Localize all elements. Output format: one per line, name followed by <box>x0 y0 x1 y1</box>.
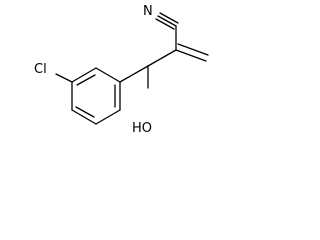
c-cl-bond <box>55 73 73 83</box>
alkene-double-bond-2 <box>177 43 209 56</box>
structure-canvas: Cl HO N <box>0 0 236 155</box>
nitrile-nitrogen-label: N <box>143 4 153 19</box>
hydroxyl-label: HO <box>132 121 152 136</box>
ring-bond-1 <box>95 109 121 125</box>
ring-double-bond-inner-2 <box>75 106 95 118</box>
ring-to-chiral-carbon-bond <box>119 65 149 83</box>
molecule-structure: Cl HO N <box>34 4 209 136</box>
ring-bond-2 <box>71 109 97 125</box>
ring-double-bond-inner-3 <box>76 74 96 86</box>
ring-bond-5 <box>95 67 121 83</box>
alkene-double-bond-1 <box>175 49 207 62</box>
nitrile-triple-bond-3 <box>155 18 175 30</box>
chlorine-label: Cl <box>34 62 47 77</box>
benzene-ring <box>71 67 121 125</box>
ring-bond-4 <box>71 67 97 83</box>
chiral-carbon-to-alkene-bond <box>147 49 177 67</box>
nitrile-triple-bond-1 <box>157 15 177 27</box>
nitrile-triple-bond-2 <box>159 12 179 24</box>
